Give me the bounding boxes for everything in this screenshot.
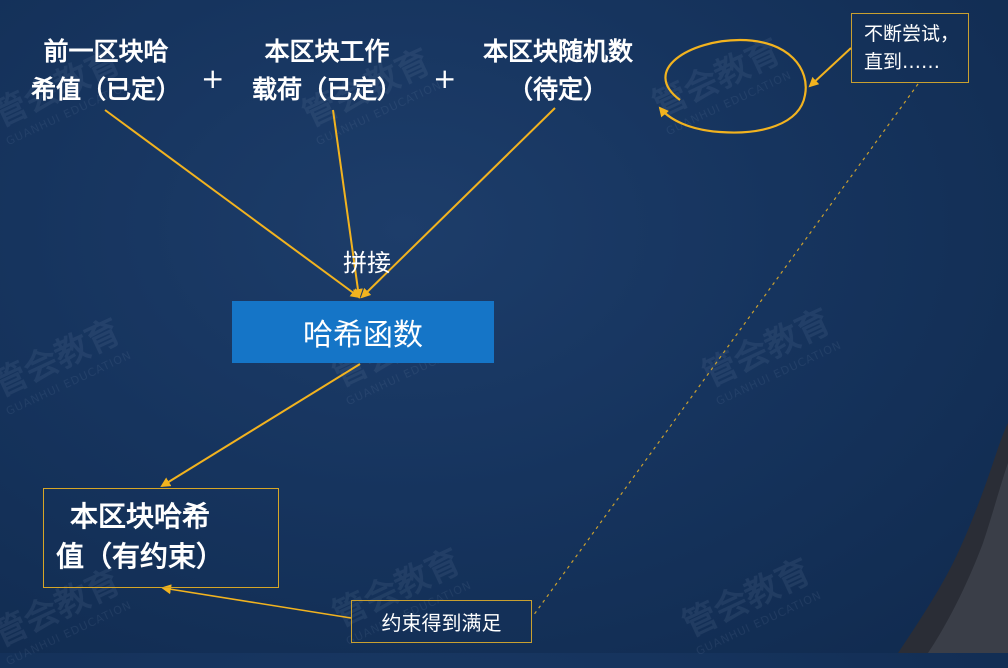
plus-sign: + xyxy=(201,62,225,95)
retry-note-box: 不断尝试， 直到…… xyxy=(851,13,969,83)
constraint-satisfied-box: 约束得到满足 xyxy=(351,600,532,643)
dotted-note-to-constraint xyxy=(532,83,919,617)
result-hash-box: 本区块哈希 值（有约束） xyxy=(43,488,279,588)
arrow-prev-hash-to-hash xyxy=(104,109,361,299)
arrow-payload-to-hash xyxy=(332,109,363,299)
arrow-nonce-to-hash xyxy=(360,107,556,299)
diagram-arrows xyxy=(104,38,919,619)
prev-hash-label: 前一区块哈希值（已定） xyxy=(30,37,181,104)
hash-function-box: 哈希函数 xyxy=(232,301,494,363)
arrow-hash-to-result xyxy=(160,363,361,488)
arrow-constraint-to-result xyxy=(161,584,352,619)
presenter-image xyxy=(898,423,1008,653)
arrow-note-to-loop xyxy=(808,47,852,88)
nonce-label: 本区块随机数（待定） xyxy=(482,37,633,104)
plus-sign: + xyxy=(433,62,457,95)
payload-label: 本区块工作载荷（已定） xyxy=(251,37,402,104)
retry-loop-arrow xyxy=(658,38,807,134)
splice-label: 拼接 xyxy=(343,249,391,277)
